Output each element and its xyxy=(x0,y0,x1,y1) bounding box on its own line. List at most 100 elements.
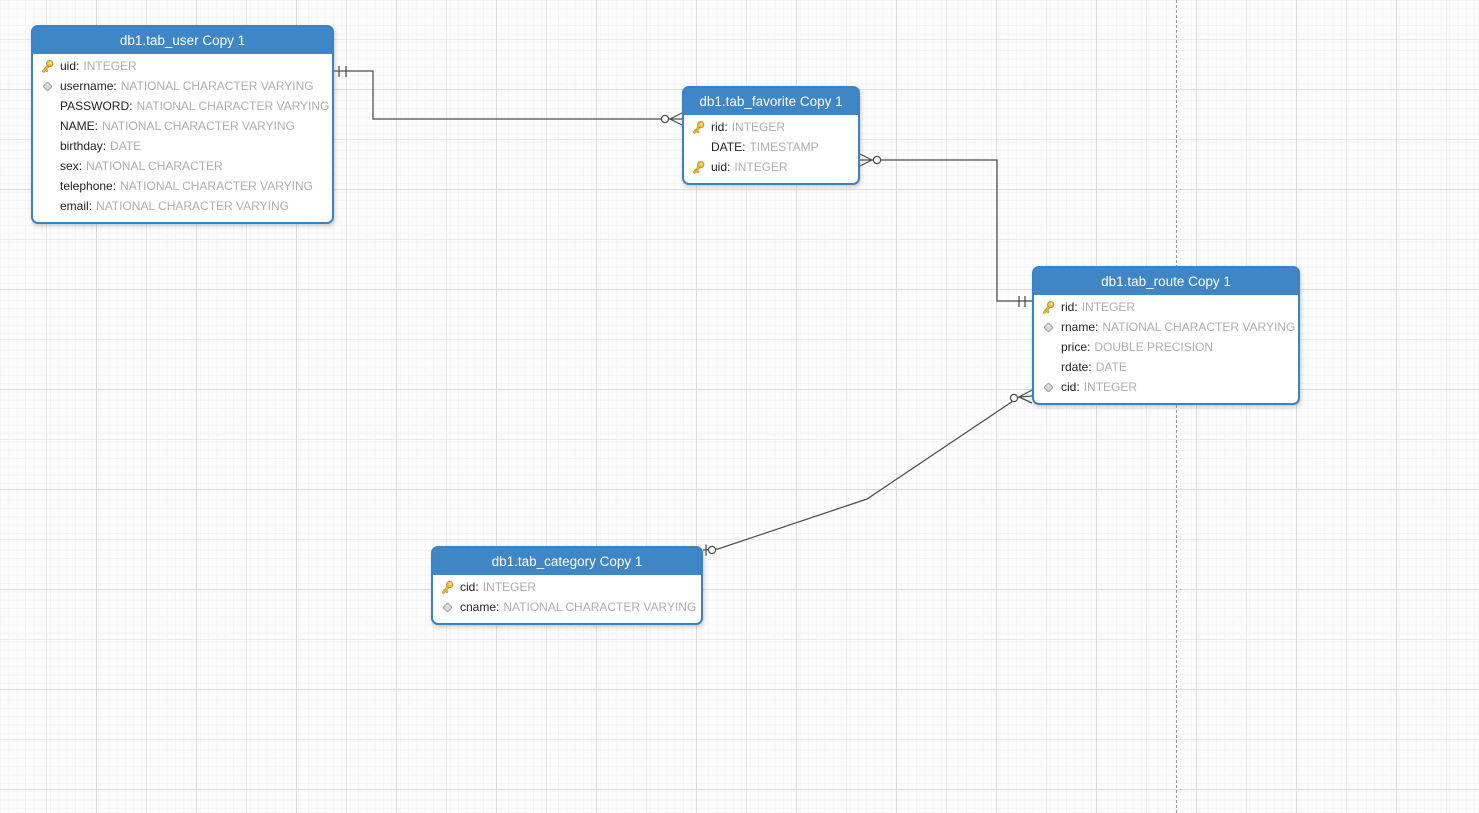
column-type: INTEGER xyxy=(83,59,137,73)
nullable-diamond-icon xyxy=(42,81,53,91)
column-icon-slot xyxy=(40,139,60,154)
column-type: NATIONAL CHARACTER xyxy=(86,159,223,173)
connector-line xyxy=(860,159,1032,302)
column-row[interactable]: username NATIONAL CHARACTER VARYING xyxy=(40,76,326,96)
table-header[interactable]: db1.tab_favorite Copy 1 xyxy=(684,88,858,115)
column-row[interactable]: sex NATIONAL CHARACTER xyxy=(40,156,326,176)
column-row[interactable]: rid INTEGER xyxy=(691,117,852,137)
column-type: DATE xyxy=(1095,360,1127,374)
column-row[interactable]: birthday DATE xyxy=(40,136,326,156)
nullable-diamond-icon xyxy=(1043,322,1054,332)
column-icon-slot xyxy=(1041,340,1061,355)
column-row[interactable]: cname NATIONAL CHARACTER VARYING xyxy=(440,597,697,617)
table-header[interactable]: db1.tab_user Copy 1 xyxy=(33,27,332,54)
column-row[interactable]: cid INTEGER xyxy=(1041,377,1292,397)
one-marker xyxy=(1018,296,1026,307)
column-type: NATIONAL CHARACTER VARYING xyxy=(503,600,697,614)
many-marker xyxy=(1018,389,1033,404)
zero-marker xyxy=(1009,393,1019,403)
relationship-category-route[interactable] xyxy=(702,389,1033,556)
column-type: INTEGER xyxy=(1081,300,1136,314)
column-row[interactable]: uid INTEGER xyxy=(40,56,326,76)
column-row[interactable]: cid INTEGER xyxy=(440,577,695,597)
connector-line xyxy=(334,70,682,120)
column-icon-slot xyxy=(440,600,460,615)
column-row[interactable]: uid INTEGER xyxy=(691,157,852,177)
column-row[interactable]: rname NATIONAL CHARACTER VARYING xyxy=(1041,317,1296,337)
column-icon-slot xyxy=(40,119,60,134)
column-type: INTEGER xyxy=(731,120,786,134)
table-columns: rid INTEGER DATE TIMESTAMP uid INTEGER xyxy=(684,115,858,183)
table-card[interactable]: db1.tab_route Copy 1 rid INTEGER rname N… xyxy=(1032,266,1300,405)
column-name: cid xyxy=(460,580,479,594)
table-header[interactable]: db1.tab_category Copy 1 xyxy=(433,548,701,575)
relationship-favorite-route[interactable] xyxy=(859,153,1032,307)
relationship-user-favorite[interactable] xyxy=(334,66,683,126)
zero-marker xyxy=(660,114,670,124)
column-row[interactable]: price DOUBLE PRECISION xyxy=(1041,337,1292,357)
primary-key-icon xyxy=(693,120,705,134)
column-icon-slot xyxy=(40,79,60,94)
primary-key-icon xyxy=(442,580,454,594)
nullable-diamond-icon xyxy=(442,602,453,612)
column-name: rid xyxy=(1061,300,1078,314)
column-name: uid xyxy=(60,59,79,73)
one-marker xyxy=(338,66,347,77)
column-name: rdate xyxy=(1061,360,1092,374)
primary-key-icon xyxy=(1043,300,1055,314)
column-row[interactable]: NAME NATIONAL CHARACTER VARYING xyxy=(40,116,326,136)
column-type: NATIONAL CHARACTER VARYING xyxy=(136,99,330,113)
table-title: db1.tab_user Copy 1 xyxy=(119,33,246,48)
column-name: username xyxy=(60,79,117,93)
column-type: DOUBLE PRECISION xyxy=(1094,340,1214,354)
column-type: NATIONAL CHARACTER VARYING xyxy=(120,179,313,193)
many-marker xyxy=(859,153,873,167)
column-row[interactable]: email NATIONAL CHARACTER VARYING xyxy=(40,196,326,216)
column-icon-slot xyxy=(1041,320,1061,335)
column-icon-slot xyxy=(691,160,711,175)
column-type: NATIONAL CHARACTER VARYING xyxy=(102,119,295,133)
column-icon-slot xyxy=(1041,360,1061,375)
column-name: rname xyxy=(1061,320,1098,334)
table-title: db1.tab_route Copy 1 xyxy=(1101,274,1231,289)
column-icon-slot xyxy=(1041,380,1061,395)
column-row[interactable]: rid INTEGER xyxy=(1041,297,1292,317)
table-card[interactable]: db1.tab_favorite Copy 1 rid INTEGER DATE… xyxy=(682,86,860,185)
column-name: PASSWORD xyxy=(60,99,132,113)
column-icon-slot xyxy=(40,59,60,74)
column-icon-slot xyxy=(691,120,711,135)
column-type: INTEGER xyxy=(1083,380,1138,394)
column-icon-slot xyxy=(440,580,460,595)
column-name: uid xyxy=(711,160,730,174)
table-title: db1.tab_favorite Copy 1 xyxy=(699,94,843,109)
column-icon-slot xyxy=(691,140,711,155)
table-card[interactable]: db1.tab_user Copy 1 uid INTEGER username… xyxy=(31,25,334,224)
column-type: NATIONAL CHARACTER VARYING xyxy=(1102,320,1296,334)
column-name: DATE xyxy=(711,140,745,154)
table-title: db1.tab_category Copy 1 xyxy=(491,554,643,569)
column-name: sex xyxy=(60,159,82,173)
table-columns: uid INTEGER username NATIONAL CHARACTER … xyxy=(33,54,332,222)
column-type: INTEGER xyxy=(482,580,537,594)
table-card[interactable]: db1.tab_category Copy 1 cid INTEGER cnam… xyxy=(431,546,703,625)
column-name: NAME xyxy=(60,119,98,133)
primary-key-icon xyxy=(693,160,705,174)
column-icon-slot xyxy=(40,99,60,114)
table-header[interactable]: db1.tab_route Copy 1 xyxy=(1034,268,1298,295)
column-name: price xyxy=(1061,340,1090,354)
column-row[interactable]: rdate DATE xyxy=(1041,357,1292,377)
column-icon-slot xyxy=(1041,300,1061,315)
connector-line xyxy=(702,395,1033,551)
column-type: INTEGER xyxy=(734,160,788,174)
column-name: email xyxy=(60,199,92,213)
page-boundary-divider xyxy=(1176,0,1177,813)
column-name: cid xyxy=(1061,380,1080,394)
column-row[interactable]: telephone NATIONAL CHARACTER VARYING xyxy=(40,176,326,196)
column-icon-slot xyxy=(40,179,60,194)
column-name: cname xyxy=(460,600,499,614)
column-row[interactable]: PASSWORD NATIONAL CHARACTER VARYING xyxy=(40,96,330,116)
column-row[interactable]: DATE TIMESTAMP xyxy=(691,137,852,157)
column-type: NATIONAL CHARACTER VARYING xyxy=(120,79,314,93)
